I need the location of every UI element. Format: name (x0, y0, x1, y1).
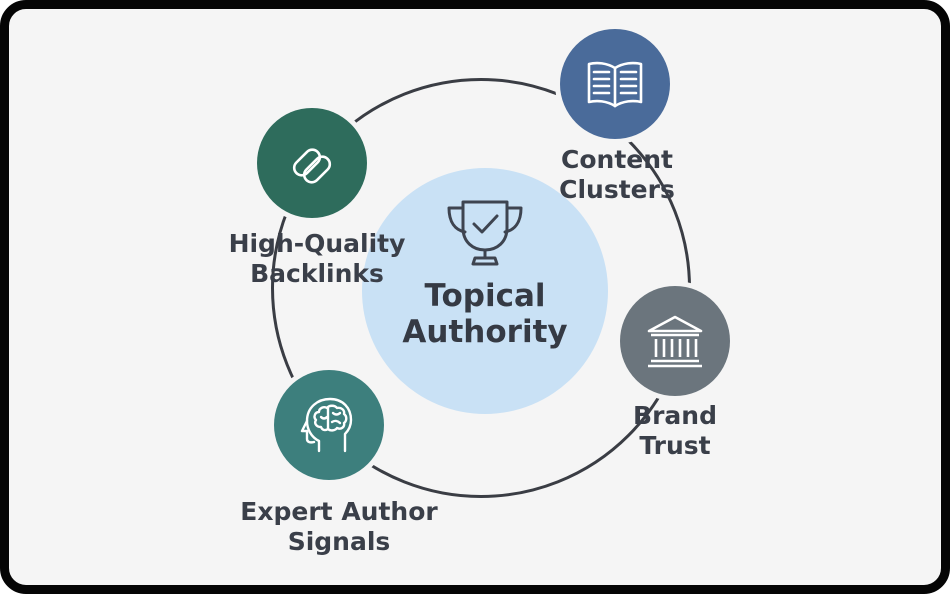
label-expert-author-signals-line2: Signals (287, 527, 391, 556)
label-expert-author-signals: Expert Author Signals (229, 497, 449, 557)
label-brand-trust-line2: Trust (639, 431, 711, 460)
label-high-quality-backlinks: High-Quality Backlinks (212, 229, 422, 289)
node-high-quality-backlinks (257, 108, 367, 218)
bank-building-icon (647, 315, 703, 368)
trophy-check-icon (447, 200, 523, 266)
center-title-line2: Authority (402, 314, 568, 350)
node-expert-author-signals (274, 370, 384, 480)
brain-head-icon (300, 397, 353, 453)
label-brand-trust-line1: Brand (633, 401, 717, 430)
center-circle-topical-authority: Topical Authority (362, 168, 608, 414)
node-content-clusters (560, 29, 670, 139)
label-content-clusters: Content Clusters (547, 145, 687, 205)
label-high-quality-backlinks-line1: High-Quality (228, 229, 406, 258)
center-title: Topical Authority (362, 278, 608, 350)
label-content-clusters-line2: Clusters (559, 175, 675, 204)
chain-link-icon (292, 148, 332, 184)
label-content-clusters-line1: Content (561, 145, 673, 174)
label-high-quality-backlinks-line2: Backlinks (250, 259, 384, 288)
open-book-icon (587, 61, 643, 108)
label-brand-trust: Brand Trust (605, 401, 745, 461)
node-brand-trust (620, 286, 730, 396)
center-title-line1: Topical (424, 278, 546, 314)
label-expert-author-signals-line1: Expert Author (240, 497, 438, 526)
